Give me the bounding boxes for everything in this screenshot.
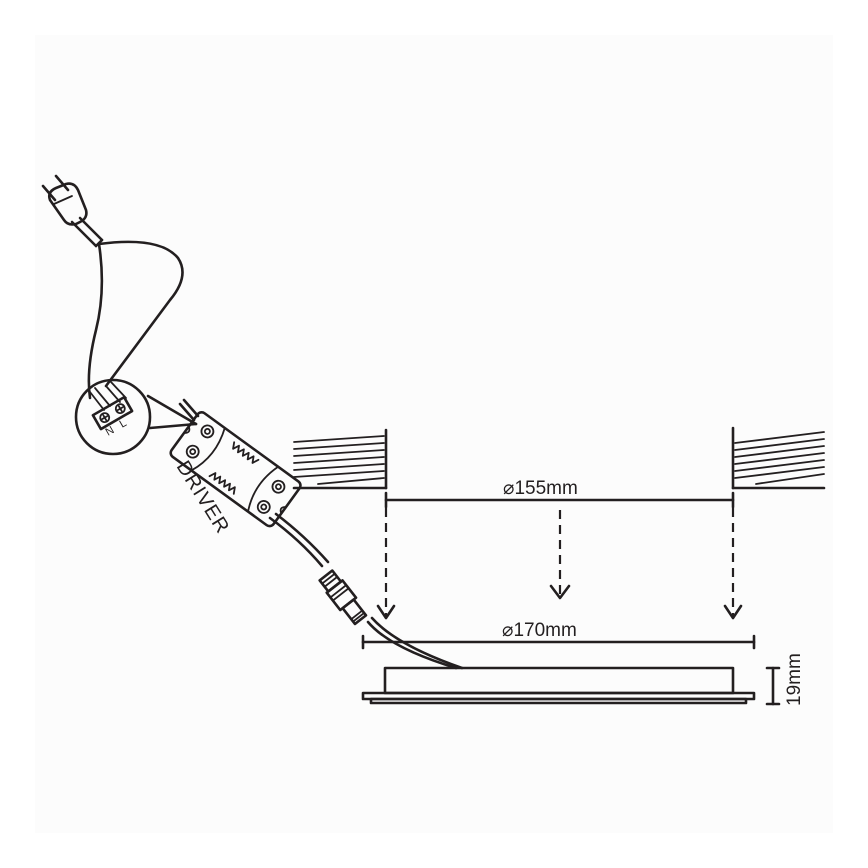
panel-cable xyxy=(366,616,464,670)
driver-label: DRIVER xyxy=(172,457,234,538)
outer-diameter-label: ⌀170mm xyxy=(502,620,577,641)
dimension-cutout-155: ⌀155mm xyxy=(384,478,735,509)
dimension-height-19: 19mm xyxy=(765,653,805,706)
dc-barrel-connector-icon xyxy=(318,569,368,626)
height-label: 19mm xyxy=(784,653,805,706)
install-arrow-right xyxy=(723,508,743,620)
led-panel xyxy=(361,666,756,705)
terminal-n-label: N xyxy=(104,424,117,438)
terminal-block-detail: N L xyxy=(74,378,198,456)
ceiling-left xyxy=(292,428,388,490)
euro-plug-icon xyxy=(41,174,104,248)
mains-cable xyxy=(87,240,184,400)
cutout-diameter-label: ⌀155mm xyxy=(503,478,578,499)
dimension-outer-170: ⌀170mm xyxy=(361,620,756,650)
install-arrow-center xyxy=(549,510,571,600)
ceiling-right xyxy=(731,426,826,490)
terminal-l-label: L xyxy=(118,417,129,430)
install-arrow-left xyxy=(376,508,396,620)
output-cable xyxy=(268,512,330,568)
